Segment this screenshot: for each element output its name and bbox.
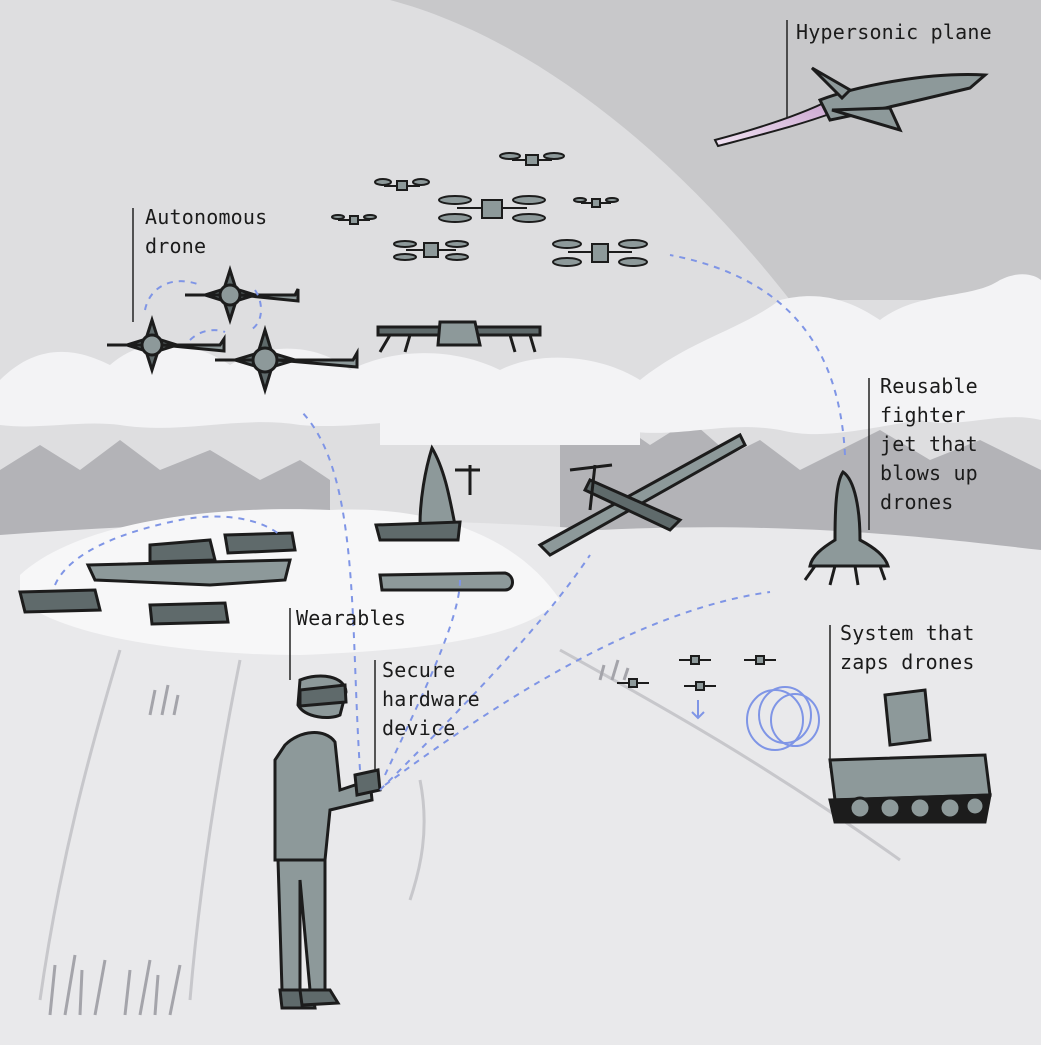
large-quadcopter (376, 320, 542, 353)
quadcopter-swarm (331, 152, 648, 267)
hypersonic-plane-label-line: Hypersonic plane (796, 20, 992, 44)
zapper-system-label: System that zaps drones (840, 619, 975, 677)
cloud-band-lower (380, 403, 640, 445)
zapper-system-label-line: zaps drones (840, 650, 975, 674)
reusable-fighter-jet-label-line: drones (880, 490, 954, 514)
autonomous-drone-label-line: Autonomous (145, 205, 268, 229)
grass-tufts (48, 659, 630, 1016)
reusable-fighter-jet-label: Reusable fighter jet that blows up drone… (880, 372, 978, 517)
secure-hardware-device-label-line: device (382, 716, 456, 740)
secure-hardware-device-label-line: Secure (382, 658, 456, 682)
label-leader-lines (132, 20, 870, 770)
loitering-munition (537, 432, 747, 557)
autonomous-drone-label-line: drone (145, 234, 207, 258)
reusable-fighter-jet-label-line: jet that (880, 432, 978, 456)
soldier (273, 674, 382, 1010)
underwater-drone (378, 571, 514, 592)
wearables-label: Wearables (296, 604, 406, 633)
hypersonic-plane-label: Hypersonic plane (796, 18, 992, 47)
zap-waves (691, 686, 820, 751)
connection-links (54, 254, 846, 791)
wearables-label-line: Wearables (296, 606, 407, 630)
secure-hardware-device-label-line: hardware (382, 687, 480, 711)
reusable-fighter-jet (803, 469, 891, 586)
secure-hardware-device-label: Secure hardware device (382, 656, 480, 743)
target-drones (617, 655, 776, 691)
hypersonic-plane (713, 66, 989, 148)
reusable-fighter-jet-label-line: Reusable (880, 374, 978, 398)
sail-drone (374, 444, 480, 542)
boats (18, 531, 297, 626)
reusable-fighter-jet-label-line: blows up (880, 461, 978, 485)
autonomous-drone-label: Autonomous drone (145, 203, 267, 261)
autonomous-drones (107, 265, 359, 396)
cloud-band (0, 274, 1041, 435)
reusable-fighter-jet-label-line: fighter (880, 403, 966, 427)
zapper-system-label-line: System that (840, 621, 975, 645)
zapper-vehicle (828, 688, 992, 824)
